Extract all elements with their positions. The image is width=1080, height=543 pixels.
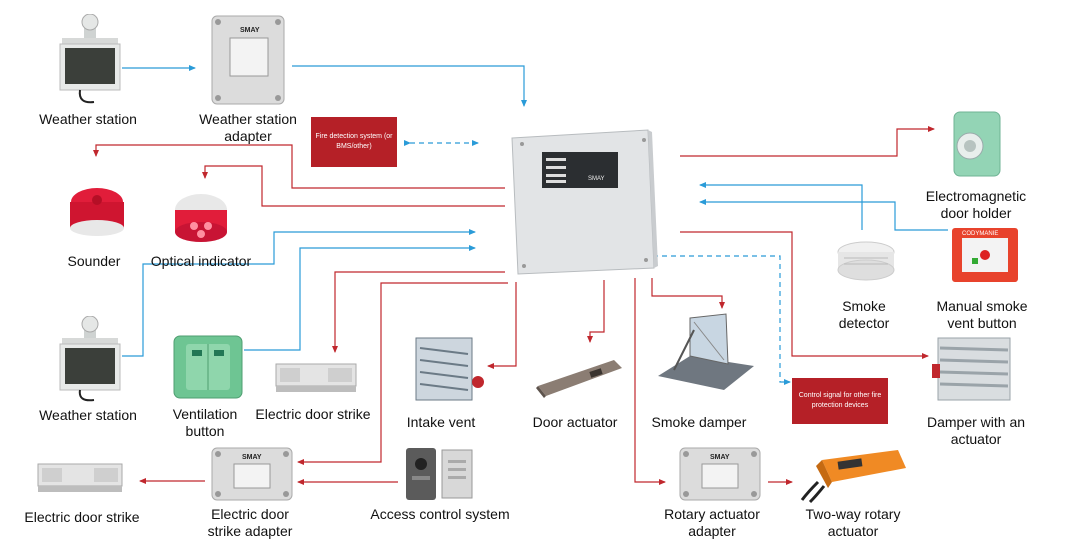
door-holder-image: [953, 111, 1001, 177]
door-strike-adapter-image: SMAY: [211, 447, 293, 501]
door-strike-bottom-image: [37, 463, 123, 492]
ventilation-button-label: Ventilation button: [150, 406, 260, 440]
rotary-actuator-image: [800, 450, 906, 504]
ventilation-button-image: [173, 335, 243, 399]
smoke-detector-image: [837, 241, 895, 281]
intake-vent-image: [415, 337, 484, 401]
label-line: adapter: [224, 128, 272, 144]
door-strike-bottom-label: Electric door strike: [24, 509, 140, 525]
weather-station-mid-label: Weather station: [39, 407, 137, 423]
wire-weather-mid-to-panel: [122, 229, 476, 357]
control-signal-box: Control signal for other fire protection…: [792, 378, 888, 424]
door-actuator-image: [536, 360, 622, 398]
sounder-image: [70, 188, 124, 236]
wire-smoke-detector-to-panel: [699, 182, 863, 230]
door-strike-adapter-label: Electric door strike adapter: [190, 506, 310, 540]
wire-panel-to-optical: [202, 165, 505, 207]
smoke-detector-label: Smoke detector: [824, 298, 904, 332]
door-strike-mid-image: [275, 363, 357, 392]
smoke-damper-image: [658, 313, 754, 390]
wire-ventilation-to-panel: [244, 245, 476, 351]
control-panel-image: SMAY: [511, 129, 658, 275]
adapter-logo-2: SMAY: [242, 454, 262, 461]
access-control-image: [406, 448, 473, 500]
adapter-logo-3: SMAY: [710, 454, 730, 461]
label-line: Weather station: [199, 111, 297, 127]
wire-panel-to-door-actuator: [587, 280, 605, 343]
wire-panel-to-smoke-damper: [651, 278, 725, 309]
wire-panel-to-strike-adapter: [297, 282, 508, 465]
label-line: Electric door: [211, 506, 289, 522]
panel-logo: SMAY: [588, 176, 605, 182]
optical-indicator-image: [175, 194, 227, 242]
label-line: Smoke: [842, 298, 886, 314]
label-line: actuator: [827, 523, 879, 539]
manual-button-label: Manual smoke vent button: [918, 298, 1046, 332]
label-line: strike adapter: [207, 523, 293, 539]
wire-panel-to-intake: [487, 282, 517, 369]
label-line: Manual smoke: [936, 298, 1028, 314]
fire-detection-box: Fire detection system (or BMS/other): [311, 117, 397, 167]
label-line: detector: [838, 315, 890, 331]
optical-indicator-label: Optical indicator: [150, 253, 252, 269]
weather-station-adapter-image: SMAY: [211, 15, 285, 105]
wire-panel-to-strike-mid: [332, 271, 505, 353]
adapter-logo-1: SMAY: [240, 27, 260, 34]
rotary-adapter-image: SMAY: [679, 447, 761, 501]
door-actuator-label: Door actuator: [532, 414, 618, 430]
door-holder-label: Electromagnetic door holder: [912, 188, 1040, 222]
sounder-label: Sounder: [67, 253, 121, 269]
label-line: Two-way rotary: [805, 506, 901, 522]
wire-control-signal: [635, 255, 791, 385]
rotary-actuator-label: Two-way rotary actuator: [790, 506, 916, 540]
weather-station-top-image: [59, 14, 121, 104]
label-line: button: [185, 423, 225, 439]
wire-adapter-to-panel: [292, 65, 527, 107]
label-line: Damper with an: [926, 414, 1026, 430]
wire-manual-button-to-panel: [699, 199, 948, 231]
weather-station-adapter-label: Weather station adapter: [188, 111, 308, 145]
access-control-label: Access control system: [370, 506, 510, 522]
manual-button-header: CODYMANIE: [962, 231, 998, 237]
damper-actuator-image: [932, 337, 1011, 401]
wire-panel-to-door-holder: [680, 126, 935, 157]
label-line: vent button: [947, 315, 1017, 331]
label-line: Rotary actuator: [664, 506, 760, 522]
smoke-damper-label: Smoke damper: [651, 414, 747, 430]
label-line: Ventilation: [172, 406, 238, 422]
label-line: actuator: [950, 431, 1002, 447]
label-line: door holder: [940, 205, 1012, 221]
wire-panel-to-sounder: [93, 144, 505, 189]
weather-station-mid-image: [59, 316, 121, 402]
weather-station-top-label: Weather station: [39, 111, 137, 127]
damper-actuator-label: Damper with an actuator: [912, 414, 1040, 448]
intake-vent-label: Intake vent: [406, 414, 476, 430]
rotary-adapter-label: Rotary actuator adapter: [652, 506, 772, 540]
wire-panel-to-damper: [680, 231, 929, 359]
label-line: Electromagnetic: [925, 188, 1027, 204]
label-line: adapter: [688, 523, 736, 539]
door-strike-mid-label: Electric door strike: [255, 406, 371, 422]
wire-panel-to-rotary-adapter: [634, 278, 666, 485]
manual-button-image: CODYMANIE: [952, 228, 1018, 282]
